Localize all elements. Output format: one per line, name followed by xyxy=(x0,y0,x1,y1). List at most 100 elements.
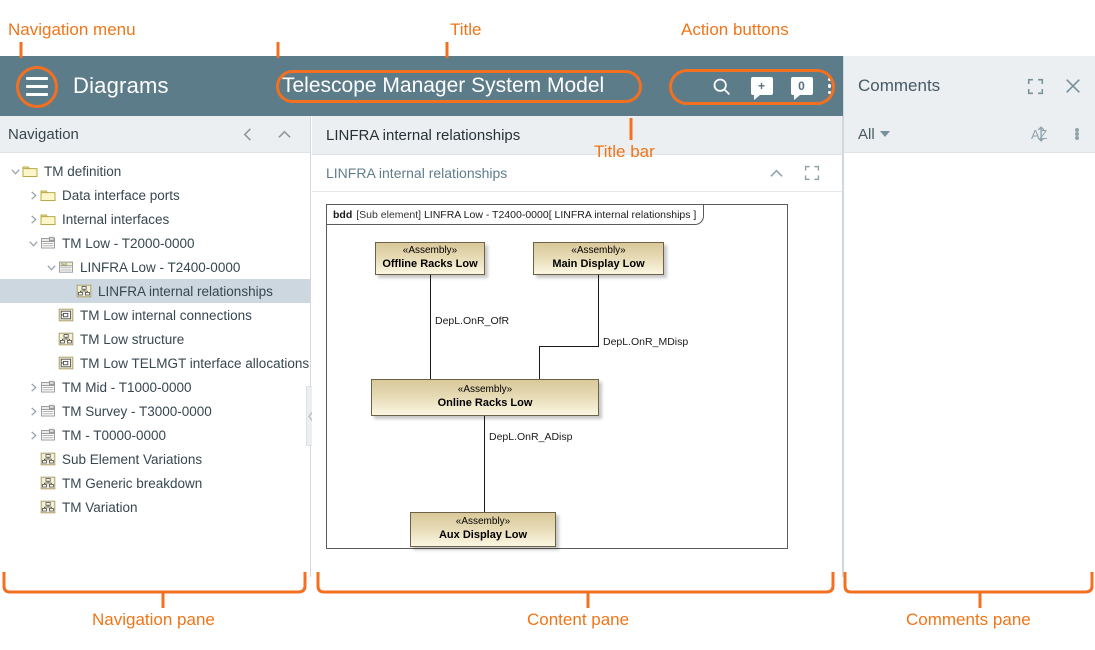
bdd-diagram-icon xyxy=(76,284,92,298)
block-icon xyxy=(40,404,56,418)
diagram-node-aux-display-low[interactable]: «Assembly» Aux Display Low xyxy=(410,512,556,547)
more-options-icon[interactable] xyxy=(1075,128,1079,140)
annotation-label-navigation-pane: Navigation pane xyxy=(92,610,215,629)
tree-item-tm-low-t2000-0000[interactable]: TM Low - T2000-0000 xyxy=(0,231,310,255)
chevron-down-icon[interactable] xyxy=(26,231,40,255)
comment-count-label: 0 xyxy=(798,79,805,93)
comments-title: Comments xyxy=(858,76,941,95)
tree-item-label: TM Generic breakdown xyxy=(62,475,203,491)
node-stereotype: «Assembly» xyxy=(455,516,511,528)
edge-mdisp-label: DepL.OnR_MDisp xyxy=(603,336,689,348)
expand-icon[interactable] xyxy=(1027,78,1044,95)
block-icon xyxy=(40,428,56,442)
sub-block-icon: Sub xyxy=(58,260,74,274)
sort-az-icon[interactable]: AZ xyxy=(1031,125,1053,144)
tree-item-tm-low-structure[interactable]: TM Low structure xyxy=(0,327,310,351)
close-icon[interactable] xyxy=(1064,77,1082,95)
tree-item-label: TM Survey - T3000-0000 xyxy=(62,403,212,419)
annotation-label-title: Title xyxy=(450,20,482,39)
edge-ofr-line xyxy=(430,274,431,379)
chevron-up-icon[interactable] xyxy=(277,128,292,141)
tree-item-label: TM Variation xyxy=(62,499,138,515)
tree-item-label: TM Low - T2000-0000 xyxy=(62,235,195,251)
annotation-label-navigation-menu: Navigation menu xyxy=(8,20,136,39)
content-pane: LINFRA internal relationships LINFRA int… xyxy=(312,116,843,577)
chevron-right-icon[interactable] xyxy=(26,423,40,447)
comments-toolbar: All AZ xyxy=(844,116,1095,153)
block-icon xyxy=(40,380,56,394)
tree-item-tm-generic-breakdown[interactable]: TM Generic breakdown xyxy=(0,471,310,495)
content-title: LINFRA internal relationships xyxy=(326,126,521,144)
tree-item-linfra-low-t2400-0000[interactable]: Sub LINFRA Low - T2400-0000 xyxy=(0,255,310,279)
edge-mdisp-line-v1 xyxy=(598,274,599,347)
tree-item-tm-definition[interactable]: TM definition xyxy=(0,159,310,183)
tree-item-label: Sub Element Variations xyxy=(62,451,203,467)
tree-item-linfra-internal-relationships[interactable]: LINFRA internal relationships xyxy=(0,279,310,303)
bdd-diagram-icon xyxy=(58,332,74,346)
add-comment-icon[interactable]: + xyxy=(748,72,776,100)
tree-item-sub-element-variations[interactable]: Sub Element Variations xyxy=(0,447,310,471)
twisty-placeholder xyxy=(26,495,40,519)
tree-item-tm-t0000-0000[interactable]: TM - T0000-0000 xyxy=(0,423,310,447)
diagram-node-main-display-low[interactable]: «Assembly» Main Display Low xyxy=(533,242,664,275)
node-stereotype: «Assembly» xyxy=(457,384,513,396)
expand-icon[interactable] xyxy=(804,165,820,181)
edge-mdisp-line-v2 xyxy=(539,346,540,379)
ibd-diagram-icon xyxy=(58,308,74,322)
tree-item-data-interface-ports[interactable]: Data interface ports xyxy=(0,183,310,207)
node-stereotype: «Assembly» xyxy=(571,245,626,257)
hamburger-icon[interactable] xyxy=(17,66,57,106)
app-header-bar: Diagrams Telescope Manager System Model … xyxy=(0,56,843,116)
diagram-node-offline-racks-low[interactable]: «Assembly» Offline Racks Low xyxy=(375,242,485,275)
tree-item-internal-interfaces[interactable]: Internal interfaces xyxy=(0,207,310,231)
navigation-header: Navigation xyxy=(0,116,310,153)
node-stereotype: «Assembly» xyxy=(402,245,458,257)
annotation-label-action-buttons: Action buttons xyxy=(681,20,789,39)
chevron-right-icon[interactable] xyxy=(26,375,40,399)
bdd-diagram[interactable]: bdd [Sub element] LINFRA Low - T2400-000… xyxy=(326,204,788,549)
twisty-placeholder xyxy=(44,327,58,351)
chevron-left-icon[interactable] xyxy=(242,127,255,142)
twisty-placeholder xyxy=(44,303,58,327)
annotation-label-comments-pane: Comments pane xyxy=(906,610,1031,629)
application-window: Diagrams Telescope Manager System Model … xyxy=(0,56,1095,577)
tree-item-label: Data interface ports xyxy=(62,187,180,203)
chevron-right-icon[interactable] xyxy=(26,399,40,423)
diagram-node-online-racks-low[interactable]: «Assembly» Online Racks Low xyxy=(371,379,599,416)
action-buttons-group: + 0 xyxy=(708,56,831,116)
frame-scope: [Sub element] xyxy=(356,208,422,221)
tree-item-tm-mid-t1000-0000[interactable]: TM Mid - T1000-0000 xyxy=(0,375,310,399)
frame-name: [ LINFRA internal relationships ] xyxy=(548,208,697,221)
tree-item-tm-low-telmgt-interface-allocations[interactable]: TM Low TELMGT interface allocations xyxy=(0,351,310,375)
tree-item-label: TM Low TELMGT interface allocations xyxy=(80,355,310,371)
more-options-icon[interactable] xyxy=(827,77,831,95)
tree-item-tm-variation[interactable]: TM Variation xyxy=(0,495,310,519)
tree-item-label: TM definition xyxy=(44,163,122,179)
chevron-right-icon[interactable] xyxy=(26,183,40,207)
chevron-right-icon[interactable] xyxy=(26,207,40,231)
bdd-diagram-icon xyxy=(40,476,56,490)
node-name: Aux Display Low xyxy=(438,528,528,541)
comments-pane: All AZ xyxy=(843,116,1095,577)
tree-item-label: Internal interfaces xyxy=(62,211,170,227)
folder-icon xyxy=(22,164,38,178)
annotation-label-title-bar: Title bar xyxy=(594,142,655,161)
tree-item-tm-low-internal-connections[interactable]: TM Low internal connections xyxy=(0,303,310,327)
comment-count-icon[interactable]: 0 xyxy=(788,72,816,100)
search-icon[interactable] xyxy=(708,72,736,100)
node-name: Online Racks Low xyxy=(437,396,533,409)
tree-item-tm-survey-t3000-0000[interactable]: TM Survey - T3000-0000 xyxy=(0,399,310,423)
tree-item-label: TM Mid - T1000-0000 xyxy=(62,379,192,395)
comments-filter-dropdown[interactable]: All xyxy=(858,126,890,143)
tree-item-label: LINFRA Low - T2400-0000 xyxy=(80,259,241,275)
folder-icon xyxy=(40,212,56,226)
chevron-down-icon[interactable] xyxy=(8,159,22,183)
folder-icon xyxy=(40,188,56,202)
chevron-down-icon[interactable] xyxy=(44,255,58,279)
comments-header: Comments xyxy=(843,56,1095,116)
chevron-up-icon[interactable] xyxy=(769,167,784,180)
navigation-title: Navigation xyxy=(8,125,79,143)
page-title: Diagrams xyxy=(73,73,169,98)
